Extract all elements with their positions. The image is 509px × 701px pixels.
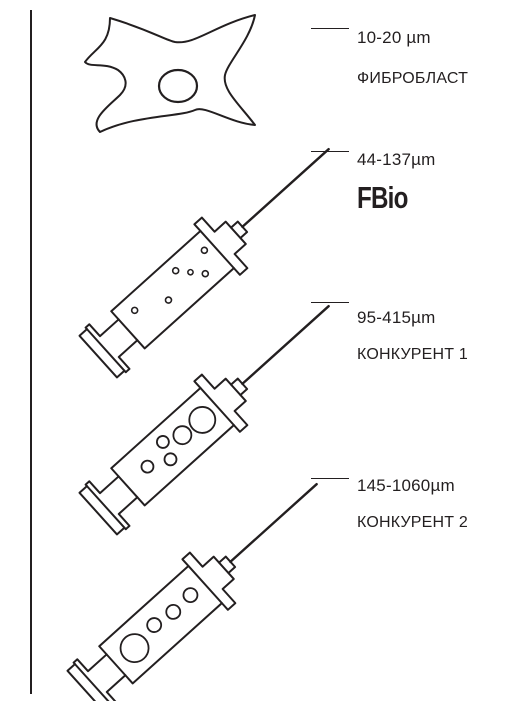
leader-line bbox=[311, 28, 349, 30]
item-label: КОНКУРЕНТ 2 bbox=[357, 514, 469, 531]
leader-line bbox=[311, 151, 349, 153]
syringe-icon-competitor-2 bbox=[66, 482, 318, 701]
leader-line bbox=[311, 302, 349, 304]
item-label: КОНКУРЕНТ 1 bbox=[357, 346, 469, 363]
syringe-icon-competitor-1 bbox=[78, 304, 330, 536]
item-label: ФИБРОБЛАСТ bbox=[357, 70, 469, 87]
vertical-rule bbox=[30, 10, 32, 694]
size-range: 44-137µm bbox=[357, 150, 436, 169]
syringe-icon-fbio bbox=[78, 147, 330, 379]
leader-line bbox=[311, 478, 349, 480]
size-range: 145-1060µm bbox=[357, 476, 455, 495]
size-range: 95-415µm bbox=[357, 308, 436, 327]
brand-label: FBio bbox=[357, 180, 408, 215]
size-range: 10-20 µm bbox=[357, 28, 431, 47]
fibroblast-icon bbox=[84, 14, 256, 133]
